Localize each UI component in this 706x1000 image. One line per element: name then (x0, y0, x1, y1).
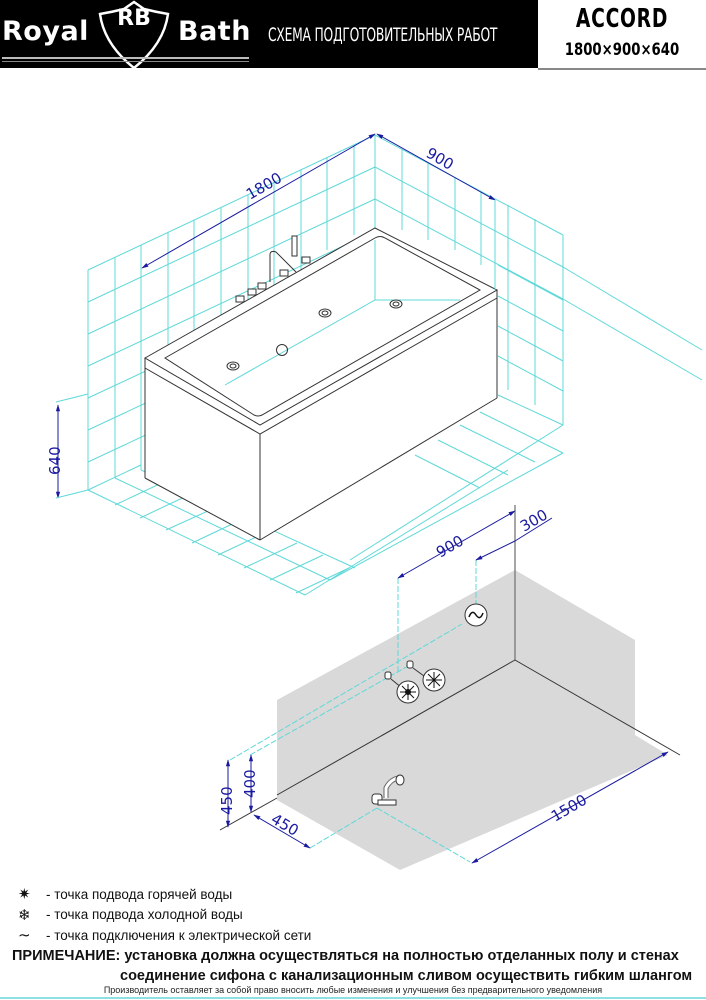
hot-water-icon (384, 671, 420, 704)
brand-logo-text: RB (117, 6, 151, 31)
dim-height-640: 640 (46, 446, 64, 475)
model-dimensions: 1800×900×640 (564, 40, 680, 60)
hydromassage-jets (226, 299, 403, 371)
legend-text: - точка подвода холодной воды (46, 907, 243, 923)
dim-supply-900: 900 (433, 532, 467, 562)
header-banner: Royal RB Bath СХЕМА ПОДГОТОВИТЕЛЬНЫХ РАБ… (0, 0, 538, 70)
brand-shield-logo: RB (96, 0, 172, 70)
note-label: ПРИМЕЧАНИЕ: (12, 948, 121, 964)
legend: ✷ - точка подвода горячей воды ❄ - точка… (18, 884, 311, 946)
legend-item-hot-water: ✷ - точка подвода горячей воды (18, 884, 311, 905)
drain-siphon-icon (371, 774, 405, 806)
note-line-2: соединение сифона с канализационным слив… (120, 968, 693, 984)
scheme-title: СХЕМА ПОДГОТОВИТЕЛЬНЫХ РАБОТ (268, 24, 498, 46)
bottom-rule (0, 997, 706, 999)
brand-underline-2 (2, 61, 249, 62)
dim-drain-side-450: 450 (268, 810, 302, 840)
electric-socket-icon (464, 603, 488, 627)
legend-text: - точка подключения к электрической сети (46, 927, 312, 943)
legend-text: - точка подвода горячей воды (46, 886, 233, 902)
legend-item-cold-water: ❄ - точка подвода холодной воды (18, 905, 311, 926)
installation-drawing: 1800 900 640 900 (46, 133, 703, 870)
electric-icon: ∼ (18, 927, 31, 945)
model-name: ACCORD (575, 4, 669, 34)
dim-cold-height-400: 400 (241, 769, 259, 798)
brand-underline (2, 57, 249, 59)
model-box: ACCORD 1800×900×640 (538, 0, 706, 70)
header: Royal RB Bath СХЕМА ПОДГОТОВИТЕЛЬНЫХ РАБ… (0, 0, 706, 70)
installation-note: ПРИМЕЧАНИЕ:установка должна осуществлять… (12, 946, 692, 986)
legend-item-electric: ∼ - точка подключения к электрической се… (18, 925, 311, 946)
bath-isometric-view: 1800 900 640 (46, 133, 703, 596)
dim-hot-height-450: 450 (218, 786, 236, 815)
bathtub (143, 227, 499, 541)
cold-water-icon: ❄ (18, 906, 31, 924)
brand-royal: Royal (2, 16, 89, 47)
note-line-1: установка должна осуществляться на полно… (124, 948, 679, 964)
hot-water-icon: ✷ (18, 886, 31, 904)
disclaimer: Производитель оставляет за собой право в… (103, 985, 603, 995)
cold-water-icon (406, 660, 446, 692)
dim-electric-300: 300 (517, 506, 551, 536)
brand-bath: Bath (178, 16, 251, 47)
